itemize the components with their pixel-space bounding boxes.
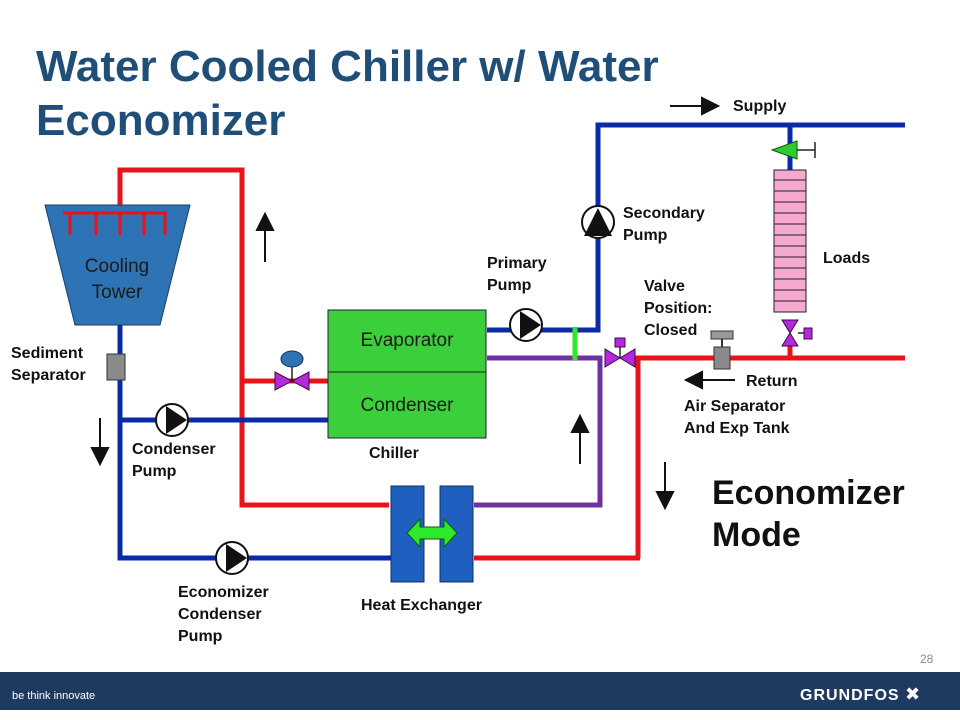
condenser-box	[327, 371, 487, 439]
hx-return-mixed-pipe	[474, 355, 603, 508]
footer-bar	[0, 672, 960, 710]
condenser-isolation-valve-icon	[274, 350, 310, 391]
spray-header	[63, 211, 167, 235]
sediment-separator	[106, 353, 126, 381]
evaporator-box	[327, 309, 487, 373]
flow-arrow-up-icon	[255, 211, 275, 262]
flow-arrow-up-icon	[570, 413, 590, 464]
condenser-label: Condenser	[360, 395, 454, 416]
balancing-valve-icon	[770, 140, 816, 160]
tagline: be think innovate	[12, 690, 96, 702]
loads-label: Loads	[823, 250, 871, 267]
valve-position-label: Valve Position: Closed	[644, 278, 713, 339]
brand-x-icon: ✖	[905, 684, 922, 704]
heat-exchanger-label: Heat Exchanger	[361, 597, 482, 614]
condenser-pump-label: Condenser Pump	[132, 441, 216, 480]
economizer-condenser-pump-icon	[215, 541, 249, 575]
air-separator-icon	[710, 330, 734, 370]
flow-arrow-left-icon	[683, 370, 735, 390]
return-hot-pipe	[635, 355, 905, 558]
page-number: 28	[920, 652, 934, 666]
loads-coil	[773, 169, 807, 313]
load-control-valve-icon	[781, 319, 813, 347]
economizer-condenser-pump-label: Economizer Condenser Pump	[178, 584, 269, 645]
brand-logo: GRUNDFOS ✖	[800, 684, 921, 705]
supply-label: Supply	[733, 98, 787, 115]
flow-arrow-right-icon	[670, 96, 721, 116]
brand-name: GRUNDFOS	[800, 687, 900, 704]
flow-arrow-down-icon	[655, 462, 675, 511]
tower-bottom-cold-pipe	[117, 325, 391, 561]
condenser-pump-icon	[155, 403, 189, 437]
air-separator-label: Air Separator And Exp Tank	[684, 398, 790, 437]
sediment-separator-label: Sediment Separator	[11, 345, 86, 384]
tower-top-hot-pipe	[117, 167, 389, 508]
primary-pump-icon	[509, 308, 543, 342]
cooling-tower-body	[44, 204, 191, 326]
bypass-valve-closed-icon	[604, 337, 636, 368]
hx-double-arrow	[406, 517, 458, 549]
return-label: Return	[746, 373, 798, 390]
chiller-label: Chiller	[369, 445, 419, 462]
primary-pump-label: Primary Pump	[487, 255, 547, 294]
slide-title: Water Cooled Chiller w/ Water Economizer	[36, 42, 659, 145]
secondary-pump-icon	[581, 205, 615, 239]
mode-label: Economizer Mode	[712, 474, 905, 554]
evaporator-label: Evaporator	[360, 330, 454, 351]
cooling-tower-label: Cooling Tower	[84, 256, 150, 303]
secondary-pump-label: Secondary Pump	[623, 205, 705, 244]
flow-arrow-down-icon	[90, 418, 110, 467]
